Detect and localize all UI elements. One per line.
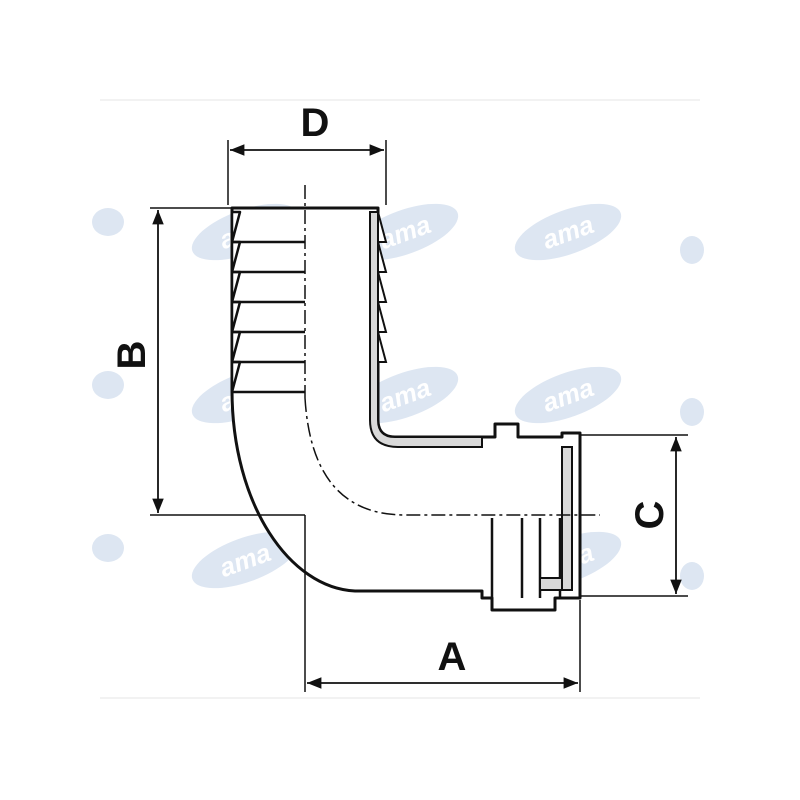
watermark-logo: ama <box>514 203 622 261</box>
watermark-logo: ama <box>191 531 299 589</box>
extension-lines <box>150 140 688 692</box>
dimension-label-c: C <box>628 501 672 530</box>
dimension-label-b: B <box>110 341 154 370</box>
vertical-rib-band <box>369 211 483 448</box>
center-lines <box>304 185 600 516</box>
vertical-rib-teeth <box>377 211 388 363</box>
dimension-lines <box>152 144 682 689</box>
frame <box>100 99 700 699</box>
outlet-grey-band <box>539 446 573 591</box>
vertical-leg-rib-lines <box>232 240 305 394</box>
watermark-fragment <box>92 208 704 590</box>
watermark-logo: ama <box>514 366 622 424</box>
dimension-label-a: A <box>438 635 467 679</box>
dimension-label-d: D <box>301 101 330 145</box>
